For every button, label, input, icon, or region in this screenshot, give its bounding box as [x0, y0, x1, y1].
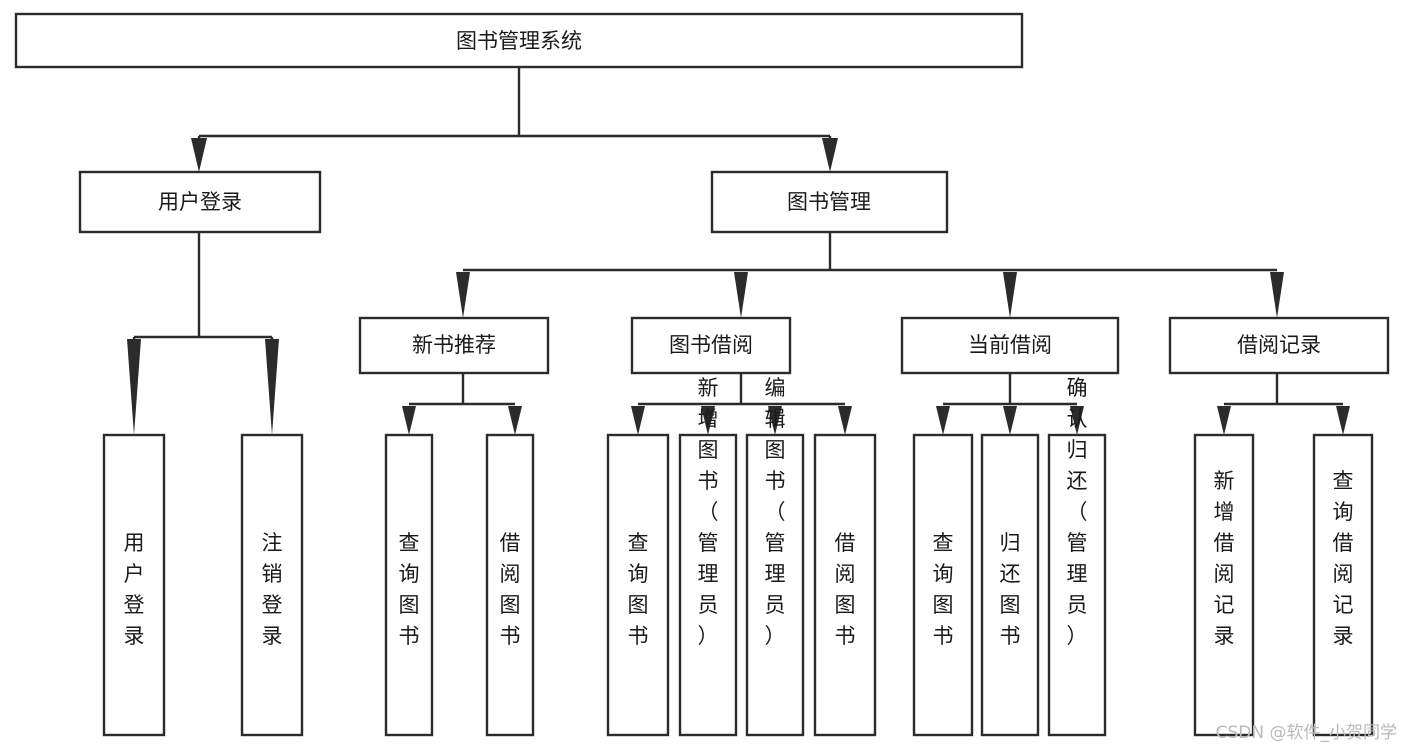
node-leaf-query-record-box[interactable] — [1312, 433, 1374, 737]
csdn-watermark: CSDN @软件_小贺同学 — [1215, 723, 1397, 743]
arrow-current-borrow-leaf-1 — [936, 406, 950, 435]
arrow-current-borrow-leaf-3 — [1070, 406, 1084, 435]
arrow-book-borrow-leaf-1 — [631, 406, 645, 435]
node-leaf-return-book[interactable]: 归还图书 — [980, 433, 1040, 737]
arrow-root-to-user-login — [191, 138, 207, 172]
node-leaf-add-record-box[interactable] — [1193, 433, 1255, 737]
node-book-borrow-box[interactable] — [630, 316, 792, 375]
node-root-box[interactable] — [14, 12, 1024, 69]
node-current-borrow[interactable]: 当前借阅 — [900, 316, 1120, 375]
node-borrow-record-label: 借阅记录 — [1237, 333, 1321, 357]
node-leaf-query-book-3-label: 查询图书 — [933, 531, 954, 648]
node-leaf-add-book-box[interactable] — [678, 433, 738, 737]
node-leaf-user-login-box[interactable] — [102, 433, 166, 737]
node-current-borrow-label: 当前借阅 — [968, 333, 1052, 357]
arrow-book-borrow-leaf-2 — [701, 406, 715, 435]
node-leaf-confirm-return[interactable]: 确认归还（管理员） — [1047, 376, 1107, 737]
node-leaf-query-book-2[interactable]: 查询图书 — [606, 433, 670, 737]
arrow-book-manage-to-borrow-record — [1270, 272, 1284, 318]
node-leaf-query-book-1[interactable]: 查询图书 — [384, 433, 434, 737]
node-leaf-add-book[interactable]: 新增图书（管理员） — [678, 376, 738, 737]
node-root-label: 图书管理系统 — [456, 29, 582, 53]
node-leaf-borrow-book-1[interactable]: 借阅图书 — [485, 433, 535, 737]
node-leaf-logout-login[interactable]: 注销登录 — [240, 433, 304, 737]
node-book-borrow-label: 图书借阅 — [669, 333, 753, 357]
node-leaf-confirm-return-label: 确认归还（管理员） — [1067, 376, 1088, 648]
arrow-book-manage-to-current-borrow — [1003, 272, 1017, 318]
node-leaf-query-record[interactable]: 查询借阅记录 — [1312, 433, 1374, 737]
node-leaf-borrow-book-1-box[interactable] — [485, 433, 535, 737]
arrow-current-borrow-leaf-2 — [1003, 406, 1017, 435]
arrow-book-manage-to-book-borrow — [734, 272, 748, 318]
arrow-book-borrow-leaf-3 — [768, 406, 782, 435]
node-leaf-edit-book-label: 编辑图书（管理员） — [765, 376, 786, 648]
node-new-book-recommend-label: 新书推荐 — [412, 333, 496, 357]
node-leaf-user-login-label: 用户登录 — [124, 531, 145, 648]
node-borrow-record-box[interactable] — [1168, 316, 1390, 375]
node-leaf-query-book-2-label: 查询图书 — [628, 531, 649, 648]
arrow-new-book-leaf-1 — [402, 406, 416, 435]
node-user-login[interactable]: 用户登录 — [78, 170, 322, 234]
node-new-book-recommend[interactable]: 新书推荐 — [358, 316, 550, 375]
node-leaf-query-book-1-label: 查询图书 — [399, 531, 420, 648]
node-leaf-add-record-label: 新增借阅记录 — [1214, 469, 1235, 648]
node-leaf-borrow-book-2-box[interactable] — [813, 433, 877, 737]
node-leaf-logout-login-label: 注销登录 — [262, 531, 283, 648]
node-user-login-label: 用户登录 — [158, 190, 242, 214]
node-book-borrow[interactable]: 图书借阅 — [630, 316, 792, 375]
node-leaf-query-book-3-box[interactable] — [912, 433, 974, 737]
node-root[interactable]: 图书管理系统 — [14, 12, 1024, 69]
node-leaf-return-book-label: 归还图书 — [1000, 531, 1021, 648]
node-leaf-return-book-box[interactable] — [980, 433, 1040, 737]
arrow-book-borrow-leaf-4 — [838, 406, 852, 435]
node-borrow-record[interactable]: 借阅记录 — [1168, 316, 1390, 375]
node-book-manage-box[interactable] — [710, 170, 949, 234]
node-leaf-borrow-book-2-label: 借阅图书 — [835, 531, 856, 648]
node-leaf-query-book-3[interactable]: 查询图书 — [912, 433, 974, 737]
node-leaf-query-book-1-box[interactable] — [384, 433, 434, 737]
node-current-borrow-box[interactable] — [900, 316, 1120, 375]
node-leaf-query-record-label: 查询借阅记录 — [1333, 469, 1354, 648]
node-leaf-user-login[interactable]: 用户登录 — [102, 433, 166, 737]
node-leaf-borrow-book-1-label: 借阅图书 — [500, 531, 521, 648]
arrow-borrow-record-leaf-2 — [1336, 406, 1350, 435]
node-leaf-edit-book[interactable]: 编辑图书（管理员） — [745, 376, 805, 737]
node-leaf-add-record[interactable]: 新增借阅记录 — [1193, 433, 1255, 737]
arrow-root-to-book-manage — [822, 138, 838, 172]
node-leaf-edit-book-box[interactable] — [745, 433, 805, 737]
node-leaf-query-book-2-box[interactable] — [606, 433, 670, 737]
node-leaf-logout-login-box[interactable] — [240, 433, 304, 737]
arrow-borrow-record-leaf-1 — [1217, 406, 1231, 435]
node-leaf-confirm-return-box[interactable] — [1047, 433, 1107, 737]
node-leaf-add-book-label: 新增图书（管理员） — [698, 376, 719, 648]
node-book-manage-label: 图书管理 — [787, 190, 871, 214]
connector-layer — [127, 67, 1350, 435]
arrow-book-manage-to-new-book — [456, 272, 470, 318]
node-leaf-borrow-book-2[interactable]: 借阅图书 — [813, 433, 877, 737]
node-user-login-box[interactable] — [78, 170, 322, 234]
node-new-book-recommend-box[interactable] — [358, 316, 550, 375]
arrow-new-book-leaf-2 — [508, 406, 522, 435]
node-book-manage[interactable]: 图书管理 — [710, 170, 949, 234]
